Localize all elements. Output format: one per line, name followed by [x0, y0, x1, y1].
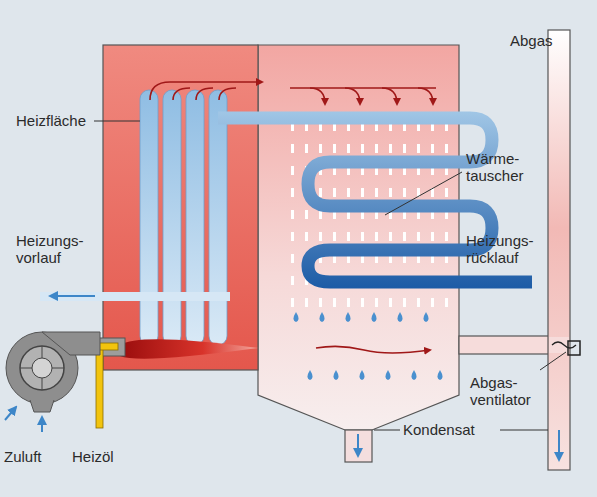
heat-exchanger-label: Wärme- tauscher	[466, 150, 524, 184]
oil-label: Heizöl	[72, 448, 114, 465]
exhaust-fan-label: Abgas- ventilator	[470, 374, 531, 408]
exhaust-label: Abgas	[510, 32, 553, 49]
condensate-label: Kondensat	[400, 421, 478, 438]
air-intake-label: Zuluft	[4, 448, 42, 465]
flow-label: Heizungs- vorlauf	[16, 232, 84, 266]
return-label: Heizungs- rücklauf	[466, 232, 534, 266]
heating-surface-label: Heizfläche	[16, 112, 86, 129]
